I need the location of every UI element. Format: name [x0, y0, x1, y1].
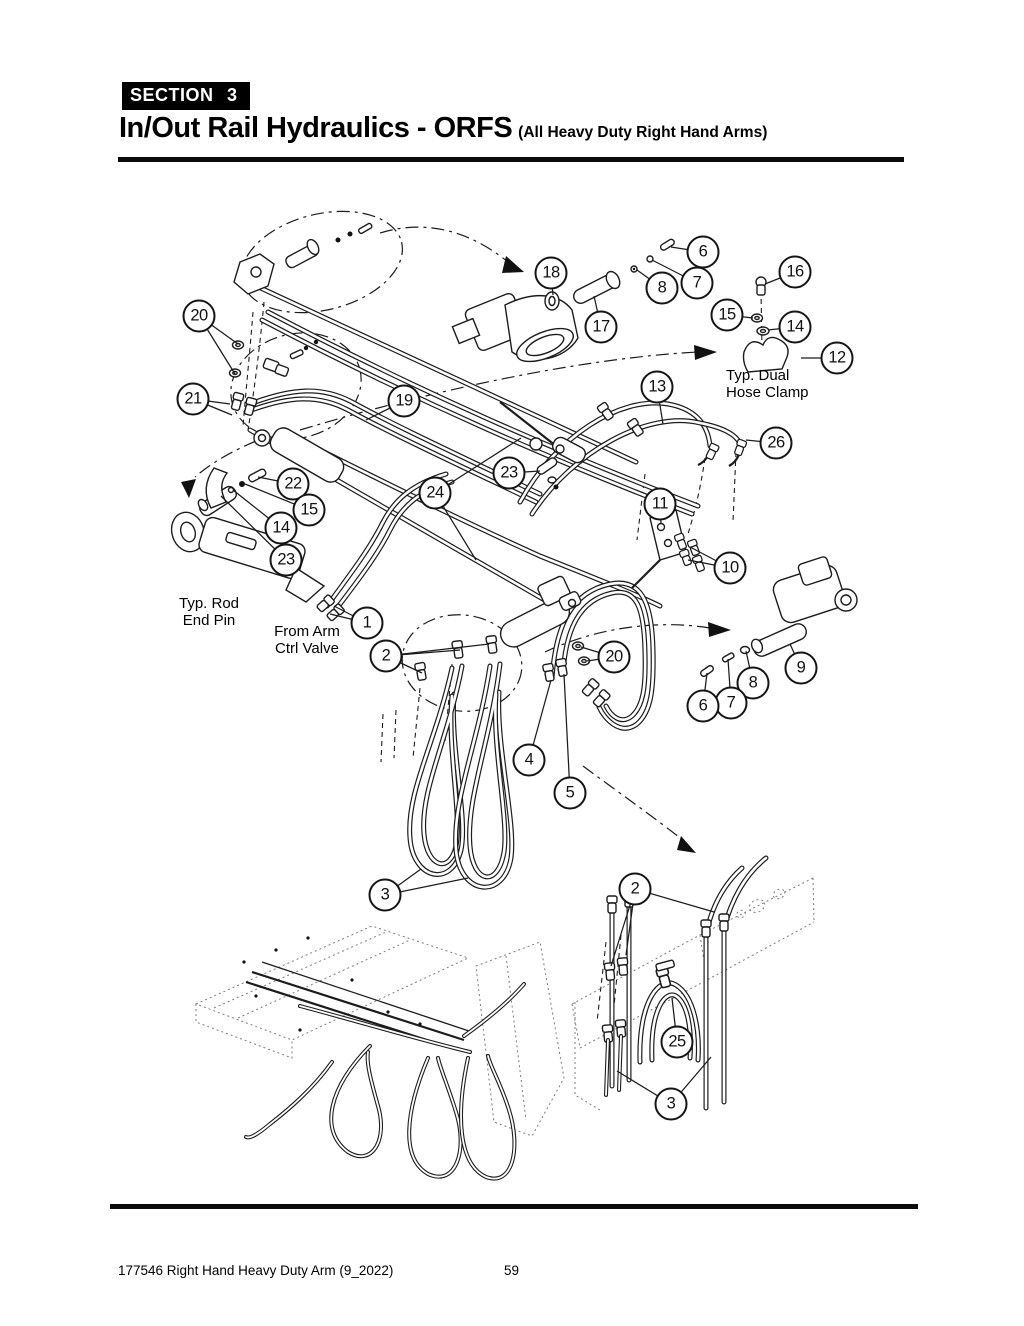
callout-balloon-15: 15	[710, 298, 744, 332]
callout-balloon-3: 3	[368, 878, 402, 912]
callout-balloon-7: 7	[714, 686, 748, 720]
callout-balloon-20: 20	[597, 640, 631, 674]
callout-balloon-16: 16	[778, 255, 812, 289]
callout-balloon-23: 23	[492, 456, 526, 490]
callout-balloon-4: 4	[512, 743, 546, 777]
callout-balloon-7: 7	[680, 266, 714, 300]
callout-balloon-1: 1	[350, 606, 384, 640]
header-rule	[118, 157, 904, 162]
callout-balloon-10: 10	[713, 551, 747, 585]
title-text: In/Out Rail Hydraulics - ORFS	[119, 112, 513, 144]
callout-balloon-11: 11	[643, 487, 677, 521]
callout-balloon-23: 23	[269, 543, 303, 577]
callout-balloon-3: 3	[654, 1087, 688, 1121]
callout-balloon-6: 6	[686, 689, 720, 723]
callout-balloon-2: 2	[618, 872, 652, 906]
page-title: In/Out Rail Hydraulics - ORFS (All Heavy …	[119, 112, 767, 145]
callout-balloon-26: 26	[759, 426, 793, 460]
callout-balloon-20: 20	[182, 299, 216, 333]
callout-balloon-24: 24	[418, 476, 452, 510]
callout-balloon-9: 9	[784, 651, 818, 685]
callout-balloon-2: 2	[369, 639, 403, 673]
callout-balloon-8: 8	[645, 271, 679, 305]
callout-balloon-13: 13	[640, 370, 674, 404]
callout-balloon-14: 14	[264, 511, 298, 545]
callout-balloon-5: 5	[553, 776, 587, 810]
callout-balloon-18: 18	[534, 256, 568, 290]
footer-rule	[110, 1204, 918, 1209]
callout-balloon-15: 15	[292, 493, 326, 527]
section-label: SECTION 3	[122, 82, 250, 110]
callout-balloon-14: 14	[778, 310, 812, 344]
page-number: 59	[504, 1263, 520, 1278]
callout-balloon-6: 6	[686, 235, 720, 269]
callout-balloon-19: 19	[387, 384, 421, 418]
callout-balloon-12: 12	[820, 341, 854, 375]
doc-id: 177546 Right Hand Heavy Duty Arm (9_2022…	[118, 1263, 394, 1278]
callout-balloon-21: 21	[176, 382, 210, 416]
subtitle-text: (All Heavy Duty Right Hand Arms)	[518, 124, 768, 141]
callout-balloon-17: 17	[584, 310, 618, 344]
callout-balloon-25: 25	[660, 1025, 694, 1059]
